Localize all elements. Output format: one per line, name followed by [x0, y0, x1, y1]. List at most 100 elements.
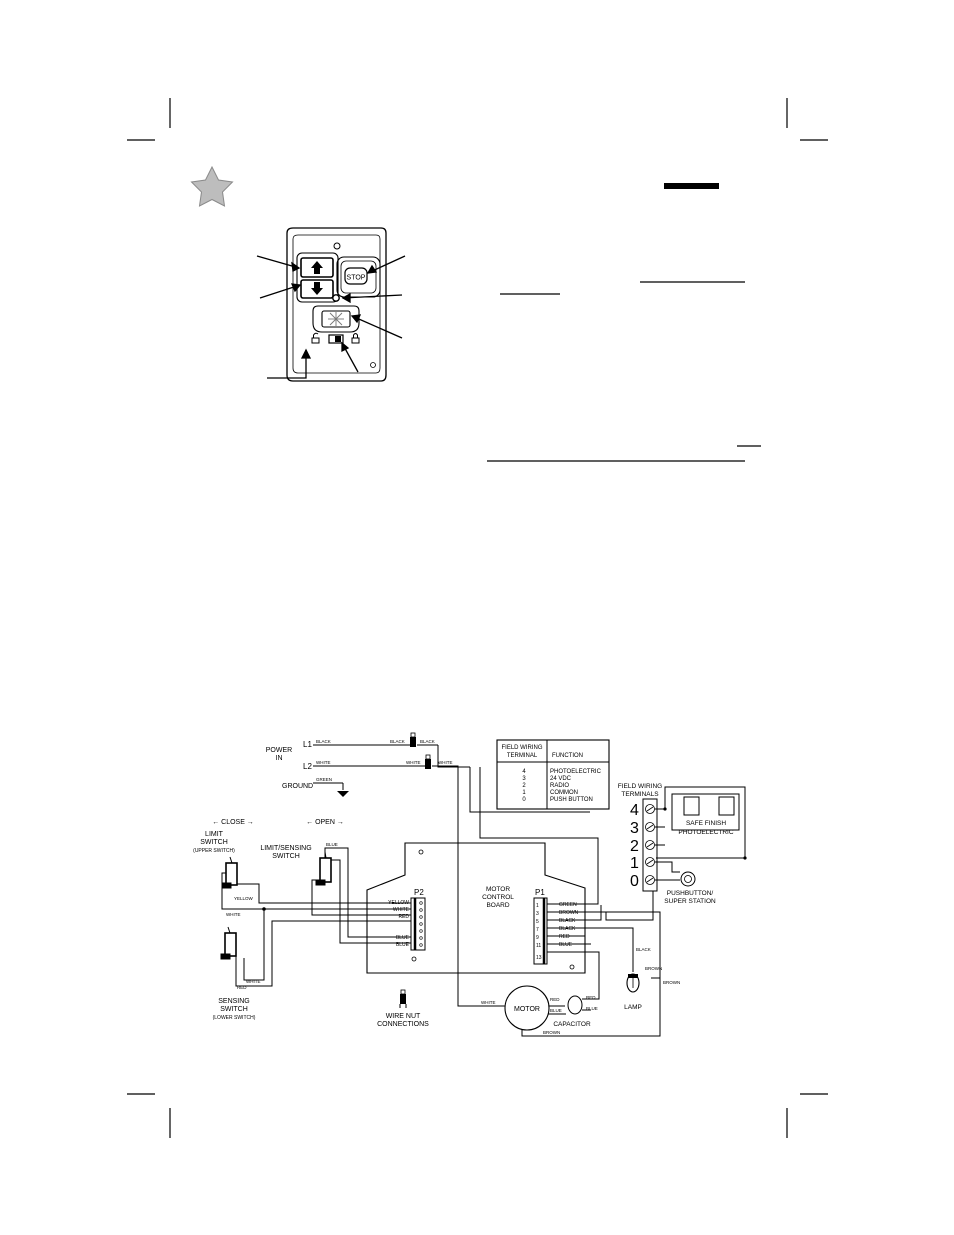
light-icon	[328, 312, 344, 326]
table-row-terminal: 3	[522, 776, 526, 782]
table-row-function: COMMON	[550, 790, 578, 796]
terminal-number: 3	[630, 820, 639, 837]
wire-nut-legend-icon	[399, 989, 407, 1008]
sensing-switch-label-3: (LOWER SWITCH)	[213, 1015, 256, 1021]
limit-sensing-switch-icon	[315, 851, 332, 886]
wire-nut-icon	[410, 732, 416, 747]
ground-green-wire: GREEN	[316, 777, 332, 782]
remote-callouts	[256, 255, 406, 379]
capacitor-icon	[567, 995, 583, 1015]
wire-nut-label-2: CONNECTIONS	[377, 1021, 429, 1028]
arrow-up-icon	[311, 261, 323, 274]
power-in-label-2: IN	[276, 755, 283, 762]
capacitor-wire-red: RED	[586, 995, 596, 1000]
wiring-diagram: POWER IN L1 L2 GROUND BLACK BLACK BLACK …	[193, 732, 747, 1037]
power-in-label: POWER	[266, 747, 292, 754]
p2-wire-white: WHITE	[393, 907, 410, 913]
close-label: ← CLOSE →	[212, 819, 254, 826]
table-row-terminal: 1	[522, 790, 526, 796]
star-icon	[190, 165, 234, 207]
motor-label: MOTOR	[514, 1006, 540, 1013]
p1-wire-brown: BROWN	[559, 910, 579, 916]
table-row-function: PUSH BUTTON	[550, 797, 593, 803]
stop-button[interactable]	[344, 267, 368, 285]
ground-icon	[337, 791, 349, 797]
p1-pin: 5	[536, 919, 539, 925]
limit-switch-label: LIMIT	[205, 831, 224, 838]
p1-wire-red: RED	[559, 934, 570, 940]
p1-label: P1	[535, 888, 545, 897]
p2-wire-red: RED	[398, 914, 409, 920]
switch-wire-white-lower: WHITE	[246, 979, 261, 984]
switch-wire-blue: BLUE	[326, 842, 338, 847]
wire-nut-icon	[425, 754, 431, 769]
pushbutton-label: PUSHBUTTON/	[667, 890, 714, 897]
limit-switch-label-2: SWITCH	[200, 839, 228, 846]
open-label: ← OPEN →	[306, 819, 344, 826]
stop-label: STOP	[347, 275, 366, 282]
lamp-icon	[626, 973, 640, 993]
pushbutton-label-2: SUPER STATION	[664, 898, 716, 905]
motor-icon	[504, 985, 550, 1031]
p2-wire-blue-2: BLUE	[396, 942, 410, 948]
p1-pin: 7	[536, 927, 539, 933]
table-header-terminal: FIELD WIRING	[501, 745, 542, 751]
p1-wire-black: BLACK	[559, 918, 576, 924]
l1-black-wire: BLACK	[316, 739, 331, 744]
table-row-function: RADIO	[550, 783, 569, 789]
l2-white-wire: WHITE	[316, 760, 331, 765]
table-row-terminal: 4	[522, 769, 526, 775]
board-label-2: CONTROL	[482, 894, 514, 901]
unlock-icon	[311, 332, 320, 344]
wire-nut-label: WIRE NUT	[386, 1013, 421, 1020]
terminal-screws	[645, 804, 655, 885]
board-label: MOTOR	[486, 886, 510, 893]
field-terminals-label-2: TERMINALS	[621, 791, 659, 798]
motor-wire-blue: BLUE	[550, 1008, 562, 1013]
capacitor-label: CAPACITOR	[553, 1021, 591, 1028]
sensing-switch-label: SENSING	[218, 998, 250, 1005]
motor-control-board	[366, 842, 586, 974]
table-rows: 4 PHOTOELECTRIC 3 24 VDC 2 RADIO 1 COMMO…	[522, 769, 601, 803]
p1-pin: 11	[536, 943, 541, 949]
photoelectric-label: SAFE FINISH	[686, 820, 726, 827]
table-row-function: PHOTOELECTRIC	[550, 769, 602, 775]
field-wiring-table: FIELD WIRING TERMINAL FUNCTION 4 PHOTOEL…	[496, 739, 610, 810]
remote-control: STOP	[286, 227, 387, 382]
l1-black-wire-2: BLACK	[390, 739, 405, 744]
limit-switch-label-3: (UPPER SWITCH)	[193, 848, 235, 854]
switch-wire-yellow: YELLOW	[234, 896, 254, 901]
table-row-terminal: 2	[522, 783, 526, 789]
p2-connector	[410, 897, 426, 951]
motor-wire-white: WHITE	[481, 1000, 496, 1005]
p1-pin: 3	[536, 911, 539, 917]
l2-white-wire-3: WHITE	[438, 760, 453, 765]
lamp-wire-brown: BROWN	[645, 966, 662, 971]
l2-label: L2	[303, 762, 312, 771]
p2-wire-blue: BLUE	[396, 935, 410, 941]
terminal-number: 1	[630, 855, 639, 872]
table-header-terminal-2: TERMINAL	[507, 753, 538, 759]
p1-wire-blue: BLUE	[559, 942, 573, 948]
ground-label: GROUND	[282, 783, 313, 790]
motor-wire-brown: BROWN	[543, 1030, 560, 1035]
p2-label: P2	[414, 888, 424, 897]
arrow-down-icon	[311, 282, 323, 295]
table-row-function: 24 VDC	[550, 776, 572, 782]
field-terminals-label: FIELD WIRING	[618, 783, 662, 790]
lamp-wire-black: BLACK	[636, 947, 651, 952]
p1-pin: 13	[536, 955, 542, 961]
sensing-switch-label-2: SWITCH	[220, 1006, 248, 1013]
photoelectric-label-2: PHOTOELECTRIC	[678, 829, 733, 836]
switch-wire-white: WHITE	[226, 912, 241, 917]
l1-label: L1	[303, 740, 312, 749]
capacitor-wire-blue: BLUE	[586, 1006, 598, 1011]
limit-sensing-switch-label-2: SWITCH	[272, 853, 300, 860]
sensing-switch-icon	[220, 926, 237, 960]
indicator-light	[332, 294, 340, 302]
terminal-number: 0	[630, 873, 639, 890]
text-underlines	[487, 281, 761, 462]
crop-marks	[127, 98, 828, 1138]
lock-icon	[351, 333, 360, 344]
table-header-function: FUNCTION	[552, 753, 583, 759]
